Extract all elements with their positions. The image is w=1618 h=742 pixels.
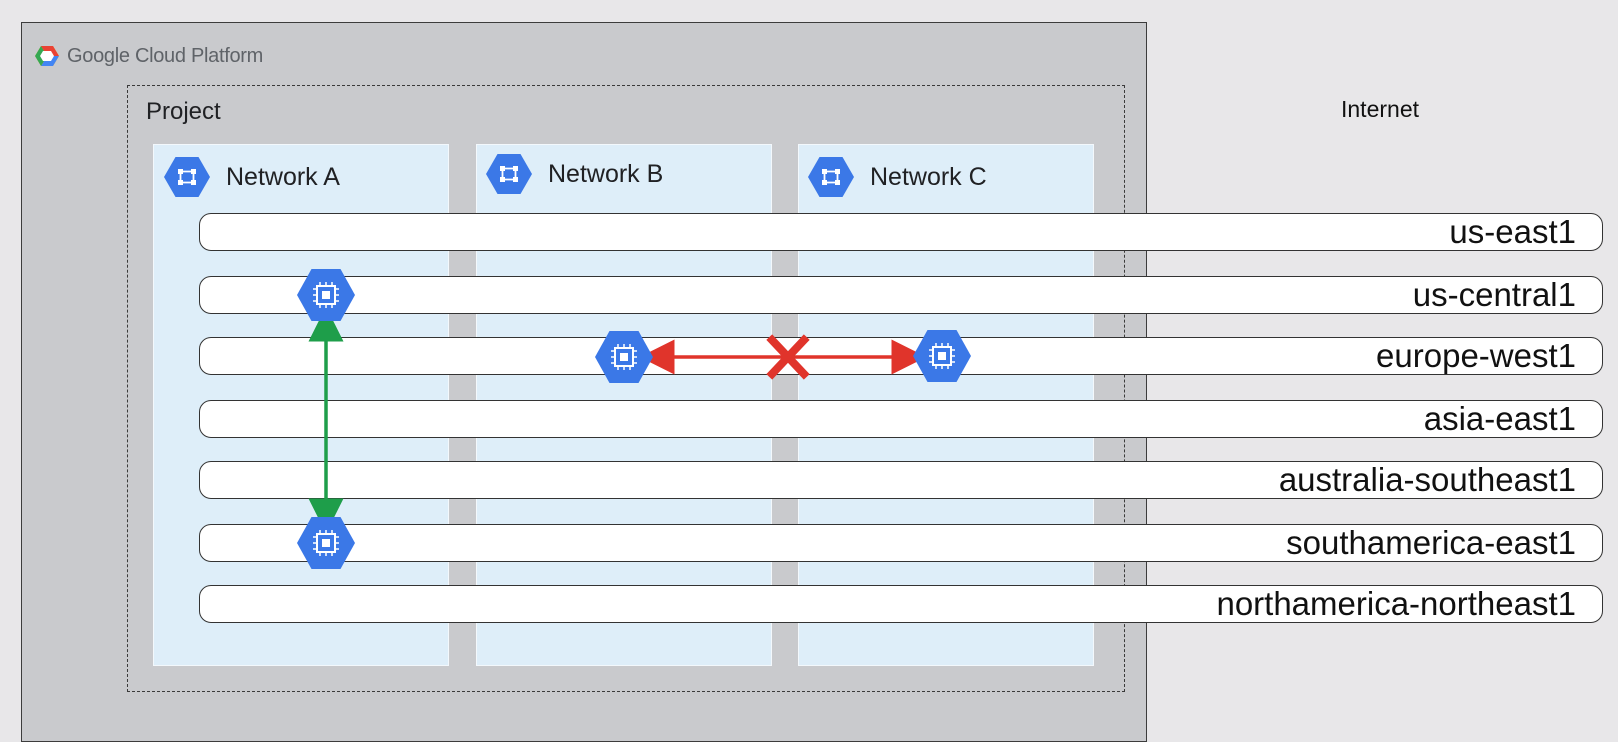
- network-icon: [486, 154, 532, 194]
- region-label: northamerica-northeast1: [1216, 585, 1576, 622]
- project-label: Project: [146, 98, 221, 125]
- internet-label: Internet: [1341, 96, 1419, 122]
- region-label: us-central1: [1412, 276, 1576, 313]
- gcp-logo-icon: [35, 46, 59, 66]
- region-label: asia-east1: [1423, 400, 1576, 437]
- network-b-header: Network B: [486, 154, 663, 194]
- network-a-header: Network A: [164, 157, 340, 197]
- compute-engine-icon: [297, 269, 355, 321]
- network-diagram: Google Cloud Platform Project Network A …: [21, 22, 1603, 742]
- region-label: australia-southeast1: [1278, 461, 1576, 498]
- project-container: [127, 85, 1125, 692]
- region-row-us-east1: us-east1: [199, 213, 1603, 251]
- region-row-australia-southeast1: australia-southeast1: [199, 461, 1603, 499]
- network-c-header: Network C: [808, 157, 987, 197]
- region-row-southamerica-east1: southamerica-east1: [199, 524, 1603, 562]
- network-icon: [808, 157, 854, 197]
- connections-overlay: [297, 269, 971, 569]
- compute-engine-icon: [913, 330, 971, 382]
- compute-engine-icon: [595, 331, 653, 383]
- network-c-label: Network C: [870, 162, 987, 191]
- network-b-label: Network B: [548, 159, 664, 188]
- network-icon: [164, 157, 210, 197]
- gcp-logo: Google Cloud Platform: [34, 44, 263, 68]
- region-row-northamerica-northeast1: northamerica-northeast1: [199, 585, 1603, 623]
- compute-engine-icon: [297, 517, 355, 569]
- gcp-logo-text: Google Cloud Platform: [67, 44, 264, 67]
- network-a-label: Network A: [226, 162, 340, 191]
- region-label: us-east1: [1449, 213, 1576, 250]
- region-row-asia-east1: asia-east1: [199, 400, 1603, 438]
- region-label: europe-west1: [1376, 337, 1576, 374]
- region-label: southamerica-east1: [1286, 524, 1576, 561]
- blocked-x-icon: [766, 334, 810, 380]
- region-row-us-central1: us-central1: [199, 276, 1603, 314]
